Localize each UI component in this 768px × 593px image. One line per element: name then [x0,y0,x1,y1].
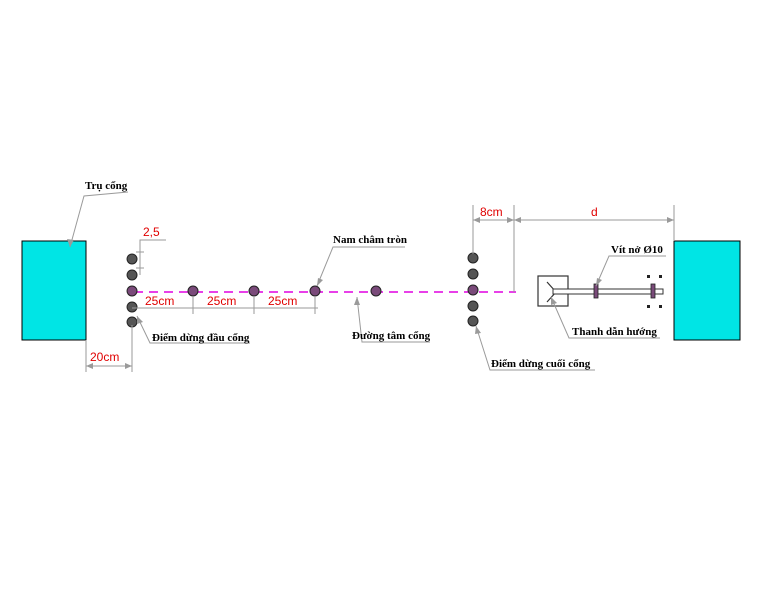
dim-25cm-a-text: 25cm [145,294,174,308]
dim-8cm-text: 8cm [480,205,503,219]
screw-leader [595,255,666,287]
end-stop-dot [467,315,479,327]
expansion-screw-label: Vít nở Ø10 [611,244,663,256]
pillar-label: Trụ cổng [85,180,128,192]
right-pillar [673,240,741,341]
start-stop-dot [126,253,138,265]
magnet-dot [309,285,321,297]
end-stop-points [467,252,479,327]
dim-25cm-c-text: 25cm [268,294,297,308]
start-stop-leader [136,315,250,344]
centerline-label: Đường tâm cổng [352,330,431,342]
pillar-leader-arrow [67,239,74,247]
end-stop-dot [467,300,479,312]
end-stop-dot [467,252,479,264]
dim-20cm: 20cm [85,325,133,372]
end-stop-leader [475,325,595,371]
magnet-dot [248,285,260,297]
screw-hole [659,305,662,308]
dim-25cm-b-text: 25cm [207,294,236,308]
end-stop-dot [467,284,479,296]
left-pillar [21,240,87,341]
screw-hole [647,305,650,308]
guide-bar-label: Thanh dẫn hướng [572,326,657,338]
screw-mark-2 [650,283,656,299]
dim-2-5: 2,5 [136,225,166,275]
end-stop-label: Điểm dừng cuối cổng [491,358,591,370]
end-stop-dot [467,268,479,280]
dim-8cm-d: 8cm d [472,205,675,292]
start-stop-points [126,253,138,328]
magnet-dot [370,285,382,297]
screw-hole [659,275,662,278]
dim-25cm-row: 25cm 25cm 25cm [132,294,318,314]
screw-hole [647,275,650,278]
start-stop-dot [126,285,138,297]
start-stop-dot [126,301,138,313]
pillar-leader [69,191,129,248]
screw-mark-1 [593,283,599,299]
magnet-dot [187,285,199,297]
guide-bar-assembly [537,275,664,308]
dim-2-5-text: 2,5 [143,225,160,239]
magnet-label: Nam châm tròn [333,234,407,246]
start-stop-label: Điểm dừng đầu cổng [152,332,250,344]
guide-bar-leader [550,296,660,339]
dim-d-text: d [591,205,598,219]
guide-bar [552,288,664,295]
dim-20cm-text: 20cm [90,350,119,364]
magnet-leader [316,246,405,287]
start-stop-dot [126,269,138,281]
centerline-leader [356,296,430,343]
